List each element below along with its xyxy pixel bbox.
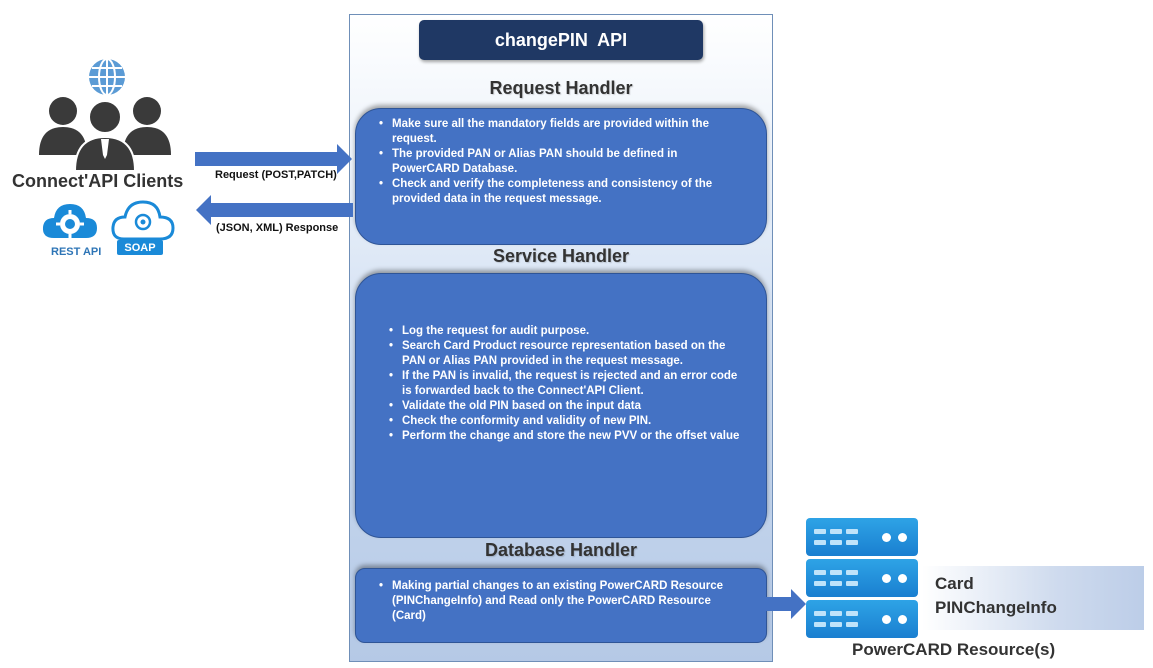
user-right-icon	[123, 97, 171, 155]
server-unit	[806, 559, 918, 597]
user-center-icon	[73, 100, 137, 172]
database-handler-box: Making partial changes to an existing Po…	[355, 568, 767, 643]
service-handler-item: Check the conformity and validity of new…	[389, 414, 744, 429]
globe-icon	[89, 58, 125, 96]
service-handler-list: Log the request for audit purpose. Searc…	[380, 324, 744, 444]
api-title: changePIN API	[419, 20, 703, 60]
request-handler-title: Request Handler	[489, 78, 633, 98]
resource-label-box	[922, 566, 1144, 630]
clients-title: Connect'API Clients	[12, 171, 184, 191]
database-handler-item: Making partial changes to an existing Po…	[379, 579, 732, 624]
resource-card-label: Card	[935, 574, 974, 593]
soap-label: SOAP	[117, 240, 163, 255]
resources-caption: PowerCARD Resource(s)	[852, 640, 1056, 659]
request-handler-item: The provided PAN or Alias PAN should be …	[379, 147, 742, 177]
service-handler-item: Log the request for audit purpose.	[389, 324, 744, 339]
request-handler-box: Make sure all the mandatory fields are p…	[355, 108, 767, 245]
database-handler-title: Database Handler	[484, 540, 638, 560]
database-arrow	[766, 589, 806, 619]
response-arrow	[196, 195, 353, 225]
api-title-text: changePIN API	[494, 29, 628, 50]
database-handler-list: Making partial changes to an existing Po…	[370, 579, 732, 624]
users-globe-icon	[39, 58, 171, 172]
request-handler-item: Make sure all the mandatory fields are p…	[379, 117, 742, 147]
request-handler-list: Make sure all the mandatory fields are p…	[370, 117, 742, 207]
soap-cloud-icon	[111, 200, 175, 241]
request-arrow	[195, 144, 352, 174]
server-stack-icon	[806, 518, 918, 638]
resource-pinchangeinfo-label: PINChangeInfo	[935, 598, 1057, 617]
server-unit	[806, 518, 918, 556]
request-arrow-label: Request (POST,PATCH)	[215, 169, 337, 181]
service-handler-title: Service Handler	[492, 246, 630, 266]
service-handler-item: If the PAN is invalid, the request is re…	[389, 369, 744, 399]
service-handler-item: Perform the change and store the new PVV…	[389, 429, 744, 444]
rest-api-label: REST API	[51, 246, 102, 258]
service-handler-item: Validate the old PIN based on the input …	[389, 399, 744, 414]
response-arrow-label: (JSON, XML) Response	[216, 222, 339, 234]
request-handler-item: Check and verify the completeness and co…	[379, 177, 742, 207]
service-handler-item: Search Card Product resource representat…	[389, 339, 744, 369]
user-left-icon	[39, 97, 87, 155]
service-handler-box: Log the request for audit purpose. Searc…	[355, 273, 767, 538]
server-unit	[806, 600, 918, 638]
rest-api-cloud-icon	[42, 204, 97, 238]
